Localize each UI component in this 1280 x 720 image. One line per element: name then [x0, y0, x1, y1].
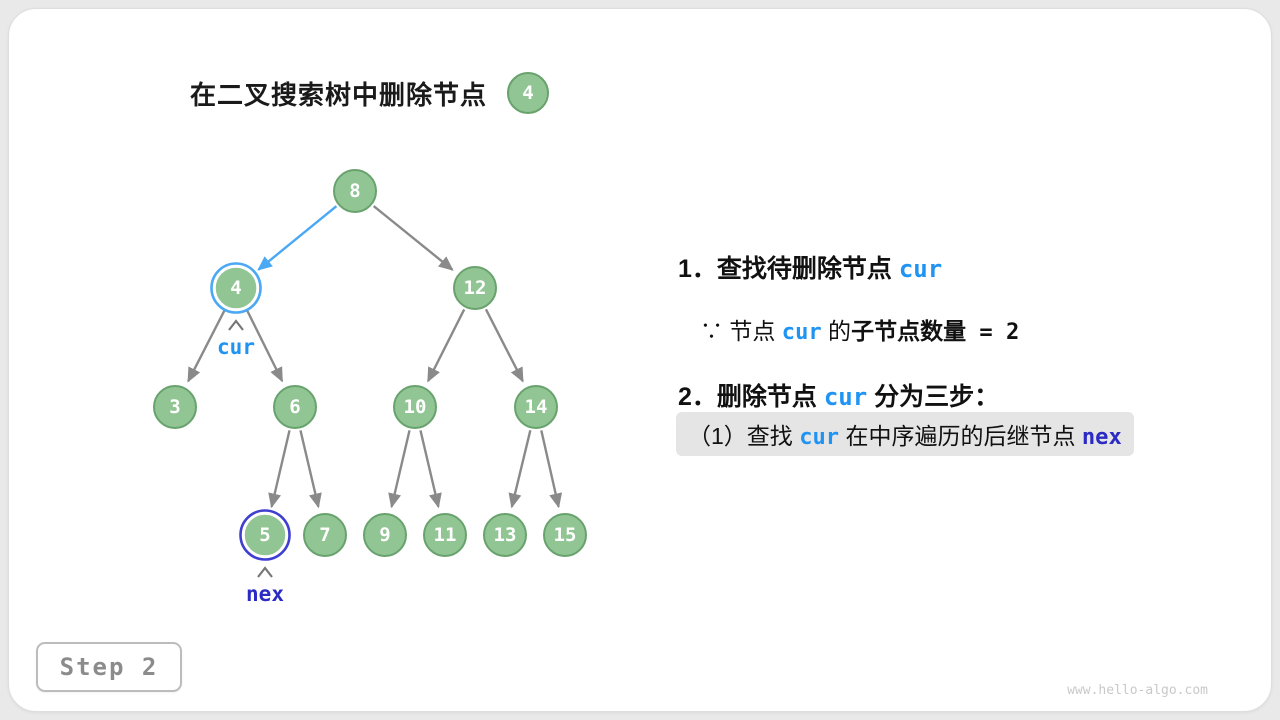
tree-node-value: 9 — [379, 524, 390, 546]
code-cur: cur — [823, 383, 868, 411]
tree-edge-6-7 — [299, 430, 322, 509]
page-title: 在二叉搜索树中删除节点 — [190, 79, 488, 110]
figure-title-row: 在二叉搜索树中删除节点 4 — [190, 72, 550, 114]
tree-edge-12-14 — [484, 308, 524, 383]
figure-card — [8, 8, 1272, 712]
tree-node-value: 14 — [525, 396, 548, 418]
note-text: 在中序遍历的后继节点 — [839, 423, 1082, 449]
caret-up-icon — [257, 566, 273, 578]
tree-node-5: 5 — [239, 509, 291, 561]
tree-node-value: 8 — [349, 180, 360, 202]
note-because: ∵ 节点 cur 的子节点数量 = 2 — [700, 312, 1019, 346]
note-text: ∵ 节点 — [700, 318, 782, 344]
tree-node-15: 15 — [543, 513, 587, 557]
tree-node-14: 14 — [514, 385, 558, 429]
code-cur: cur — [781, 320, 822, 345]
tree-edge-14-13 — [508, 430, 532, 509]
code-cur: cur — [898, 255, 943, 283]
tree-edge-4-6 — [245, 308, 284, 383]
note-step-2: 2．删除节点 cur 分为三步： — [678, 377, 999, 413]
tree-node-10: 10 — [393, 385, 437, 429]
tree-edge-12-10 — [426, 308, 466, 383]
code-cur: cur — [799, 425, 840, 450]
watermark: www.hello-algo.com — [1067, 683, 1208, 698]
tree-node-9: 9 — [363, 513, 407, 557]
tree-node-11: 11 — [423, 513, 467, 557]
note-emphasis: 子节点数量 — [851, 318, 967, 344]
tree-node-value: 15 — [554, 524, 577, 546]
tree-node-value: 13 — [494, 524, 517, 546]
tree-node-value: 10 — [404, 396, 427, 418]
step-badge: Step 2 — [36, 642, 182, 692]
tree-node-4: 4 — [210, 262, 262, 314]
tree-node-13: 13 — [483, 513, 527, 557]
tree-edge-8-12 — [372, 205, 454, 271]
code-nex: nex — [1081, 425, 1122, 450]
tree-edge-4-3 — [187, 308, 227, 383]
note-text: 的 — [821, 318, 852, 344]
code-equals: = 2 — [966, 320, 1020, 345]
pointer-label-cur: cur — [217, 335, 255, 359]
tree-node-value: 7 — [319, 524, 330, 546]
tree-node-value: 4 — [230, 277, 241, 299]
tree-node-6: 6 — [273, 385, 317, 429]
note-text: 2．删除节点 — [678, 383, 824, 411]
note-text: 分为三步： — [867, 383, 1000, 411]
tree-edge-14-15 — [540, 430, 563, 509]
note-text: （1）查找 — [688, 423, 800, 449]
tree-edge-8-4 — [257, 205, 338, 271]
tree-edge-6-5 — [268, 430, 291, 509]
note-text: 1．查找待删除节点 — [678, 255, 899, 283]
tree-node-value: 12 — [464, 277, 487, 299]
tree-node-value: 6 — [289, 396, 300, 418]
caret-up-icon — [228, 319, 244, 331]
note-substep-highlighted: （1）查找 cur 在中序遍历的后继节点 nex — [676, 412, 1134, 456]
pointer-label-nex: nex — [246, 582, 284, 606]
step-badge-label: Step 2 — [59, 653, 159, 681]
tree-node-7: 7 — [303, 513, 347, 557]
tree-node-value: 5 — [259, 524, 270, 546]
tree-node-value: 3 — [169, 396, 180, 418]
tree-node-value: 11 — [434, 524, 457, 546]
pointer-cur: cur — [217, 319, 255, 359]
tree-node-12: 12 — [453, 266, 497, 310]
tree-node-8: 8 — [333, 169, 377, 213]
note-step-1: 1．查找待删除节点 cur — [678, 249, 942, 285]
pointer-nex: nex — [246, 566, 284, 606]
tree-edge-10-11 — [419, 430, 442, 509]
tree-edge-10-9 — [388, 430, 411, 509]
tree-node-3: 3 — [153, 385, 197, 429]
target-node-badge: 4 — [507, 72, 550, 114]
